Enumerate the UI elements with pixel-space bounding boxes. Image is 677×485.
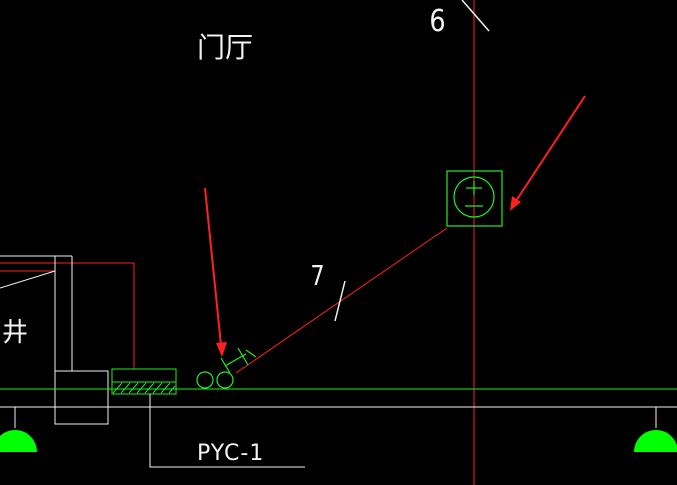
axis-label-6[interactable]: 6 <box>429 3 445 39</box>
light-fixture-icon[interactable] <box>634 407 677 452</box>
pipe-tag-label[interactable]: PYC-1 <box>197 441 264 466</box>
cable-count-tick <box>334 280 346 322</box>
axis-tick-6 <box>461 0 490 32</box>
cable-count-label[interactable]: 7 <box>310 258 324 291</box>
left-wall-block[interactable] <box>0 255 135 425</box>
hatched-equipment-block[interactable] <box>111 368 177 395</box>
room-partial-label[interactable]: 井 <box>2 318 28 348</box>
light-fixture-icon[interactable] <box>0 407 37 452</box>
annotation-arrow-right[interactable] <box>510 95 586 211</box>
socket-outlet-icon[interactable] <box>446 170 503 227</box>
double-circle-icon[interactable] <box>196 347 257 389</box>
pipe-tag-leader <box>149 394 305 468</box>
cable-line[interactable] <box>235 227 448 374</box>
annotation-arrow-left[interactable] <box>204 187 227 357</box>
room-name-label[interactable]: 门厅 <box>197 31 253 64</box>
